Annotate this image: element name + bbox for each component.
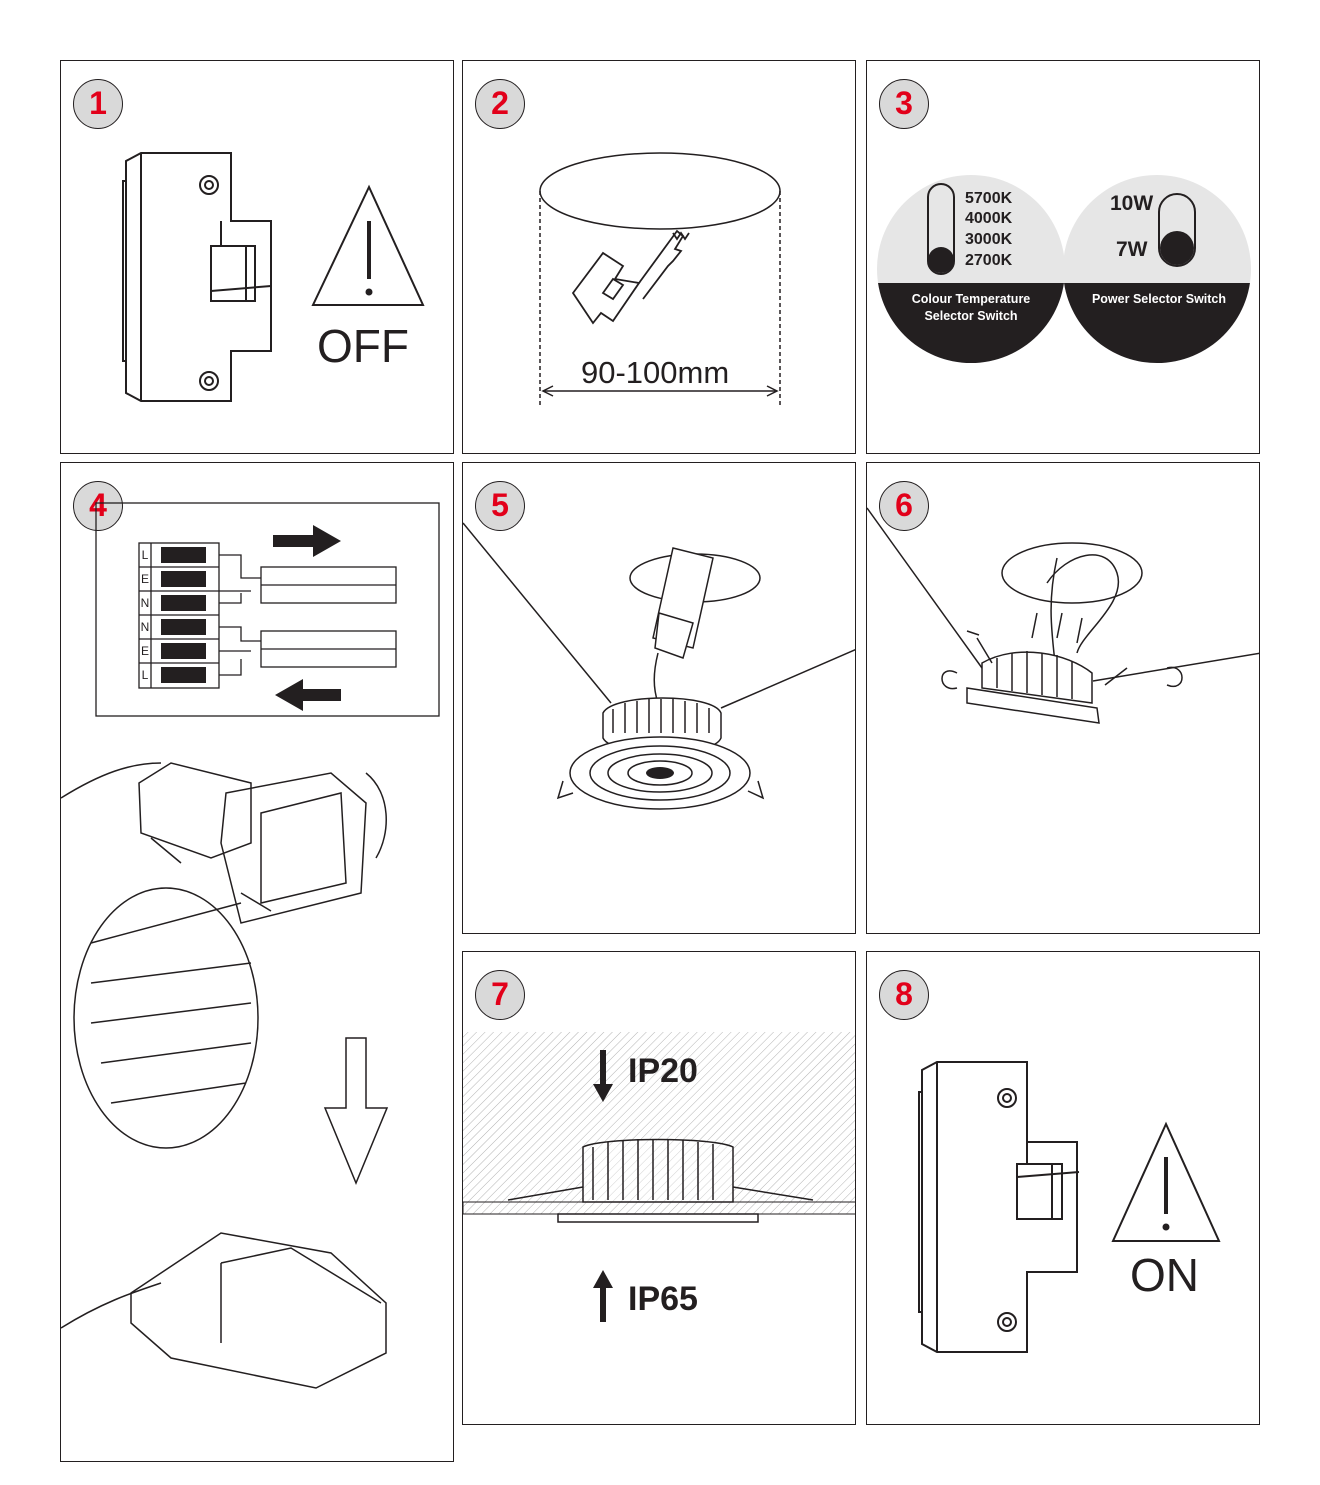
step-6-badge: 6 bbox=[879, 481, 929, 531]
circuit-breaker-icon bbox=[122, 152, 272, 402]
colour-switch-caption-1: Colour Temperature bbox=[911, 292, 1031, 306]
connector-label: L bbox=[142, 548, 149, 562]
step-7-badge: 7 bbox=[475, 970, 525, 1020]
colour-switch-caption-2: Selector Switch bbox=[924, 309, 1018, 323]
step-5-panel: 5 bbox=[462, 462, 856, 934]
spring-clip-diagram bbox=[867, 507, 1259, 724]
warning-icon bbox=[311, 184, 425, 306]
connector-label: E bbox=[141, 644, 149, 658]
colour-option-2700k: 2700K bbox=[965, 252, 1013, 269]
ip65-label: IP65 bbox=[628, 1280, 698, 1318]
cutout-dimension: 90-100mm bbox=[581, 355, 730, 390]
step-2-panel: 2 90-100mm bbox=[462, 60, 856, 454]
step-8-panel: 8 ON bbox=[866, 951, 1260, 1425]
step-6-panel: 6 bbox=[866, 462, 1260, 934]
step-7-panel: 7 IP20 IP65 bbox=[462, 951, 856, 1425]
step-8-badge: 8 bbox=[879, 970, 929, 1020]
step-1-badge: 1 bbox=[73, 79, 123, 129]
power-switch-slider bbox=[1158, 193, 1196, 267]
colour-option-5700k: 5700K bbox=[965, 190, 1013, 207]
selector-switch-discs bbox=[877, 175, 1251, 363]
colour-switch-slider bbox=[927, 183, 955, 275]
power-option-10w: 10W bbox=[1110, 192, 1154, 215]
ip20-label: IP20 bbox=[628, 1052, 698, 1090]
step-4-panel: 4 bbox=[60, 462, 454, 1462]
colour-option-4000k: 4000K bbox=[965, 210, 1013, 227]
circuit-breaker-on-icon bbox=[918, 1061, 1080, 1353]
warning-icon bbox=[1111, 1121, 1221, 1242]
connector-label: L bbox=[142, 668, 149, 682]
ceiling-cutout-diagram bbox=[539, 152, 781, 406]
step-3-badge: 3 bbox=[879, 79, 929, 129]
off-label: OFF bbox=[317, 320, 409, 372]
step-3-panel: 3 5700K 4000K 3000K 2700K Colour Tempera… bbox=[866, 60, 1260, 454]
power-option-7w: 7W bbox=[1116, 238, 1148, 261]
step-5-badge: 5 bbox=[475, 481, 525, 531]
connector-label: E bbox=[141, 572, 149, 586]
step-4-badge: 4 bbox=[73, 481, 123, 531]
colour-option-3000k: 3000K bbox=[965, 231, 1013, 248]
step-1-panel: 1 OFF bbox=[60, 60, 454, 454]
connector-label: N bbox=[141, 596, 150, 610]
power-switch-caption: Power Selector Switch bbox=[1091, 292, 1227, 306]
insert-downlight-diagram bbox=[463, 522, 855, 810]
saw-icon bbox=[571, 229, 690, 325]
connector-label: N bbox=[141, 620, 150, 634]
ip-rating-diagram bbox=[463, 1032, 855, 1322]
step-2-badge: 2 bbox=[475, 79, 525, 129]
on-label: ON bbox=[1130, 1249, 1199, 1301]
